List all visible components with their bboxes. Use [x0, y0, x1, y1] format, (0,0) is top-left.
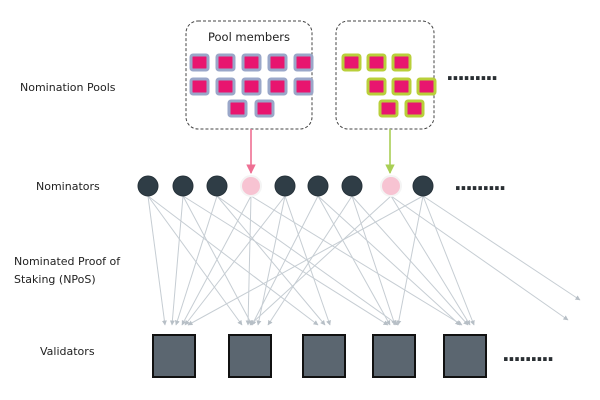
pool-links	[246, 129, 395, 174]
nomination-edge	[351, 195, 396, 326]
npos-label-line2: Staking (NPoS)	[14, 273, 96, 286]
validators-label: Validators	[40, 345, 95, 358]
pool-member-square	[293, 53, 314, 72]
pool-member-square	[189, 53, 210, 72]
pool-member-square	[391, 53, 412, 72]
nominator-row	[137, 175, 434, 197]
validator-node	[152, 334, 196, 378]
nomination-edge	[390, 195, 471, 326]
pool-member-square	[227, 99, 248, 118]
nominator-node	[412, 175, 434, 197]
pool-member-square	[366, 77, 387, 96]
pool-member-square	[293, 77, 314, 96]
pool-member-square	[366, 53, 387, 72]
pool-member-square	[215, 77, 236, 96]
nomination-edge	[396, 195, 424, 326]
nomination-edge	[422, 195, 581, 301]
nomination-edge	[250, 195, 463, 326]
nomination-edge	[147, 195, 167, 326]
nomination-edge	[267, 195, 353, 326]
nomination-edge	[187, 195, 424, 326]
nominator-node	[137, 175, 159, 197]
pool-member-square	[391, 77, 412, 96]
nominators-ellipsis: .........	[454, 171, 505, 195]
validator-node	[228, 334, 272, 378]
validator-node	[372, 334, 416, 378]
nominator-node	[274, 175, 296, 197]
nomination-pools-label: Nomination Pools	[20, 81, 116, 94]
nomination-edge	[317, 195, 461, 326]
nomination-edge	[284, 195, 331, 326]
nominator-node	[172, 175, 194, 197]
validator-row	[152, 334, 487, 378]
pool-member-square	[378, 99, 399, 118]
pool-member-square	[241, 53, 262, 72]
pool-member-square	[267, 77, 288, 96]
validator-node	[443, 334, 487, 378]
pool-members-title: Pool members	[208, 30, 290, 44]
nomination-edge	[317, 195, 391, 326]
pool-member-square	[254, 99, 275, 118]
pool-member-square	[241, 77, 262, 96]
pool-box-1	[185, 20, 313, 130]
pool-member-grid	[189, 53, 437, 118]
nomination-edge	[182, 195, 253, 326]
nomination-edge	[174, 195, 218, 326]
validator-node	[302, 334, 346, 378]
pool-member-square	[215, 53, 236, 72]
validators-ellipsis: .........	[502, 342, 553, 366]
nomination-edge	[147, 195, 319, 326]
pool-nominator-node	[240, 175, 262, 197]
pool-member-square	[341, 53, 362, 72]
nomination-edge	[245, 195, 252, 326]
nomination-edge	[169, 195, 184, 326]
nomination-edge	[249, 195, 392, 326]
npos-label-line1: Nominated Proof of	[14, 255, 121, 268]
pool-nominator-node	[380, 175, 402, 197]
nominator-node	[307, 175, 329, 197]
pool-member-square	[267, 53, 288, 72]
nominators-label: Nominators	[36, 180, 100, 193]
nomination-edge	[251, 195, 319, 326]
pool-member-square	[189, 77, 210, 96]
nomination-edges	[147, 195, 581, 326]
pool-box-2	[335, 20, 435, 130]
nomination-edge	[181, 195, 252, 326]
nomination-edge	[422, 195, 475, 326]
pool-member-square	[416, 77, 437, 96]
nominator-node	[341, 175, 363, 197]
pool-member-square	[404, 99, 425, 118]
nomination-edge	[390, 195, 569, 321]
nominator-node	[206, 175, 228, 197]
nomination-edge	[184, 195, 286, 326]
pools-ellipsis: .........	[446, 61, 497, 85]
